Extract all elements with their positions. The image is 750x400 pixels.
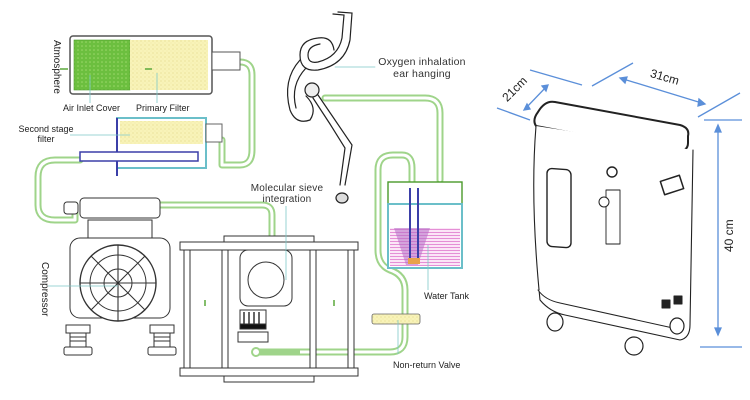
molecular-sieve-label: Molecular sieve integration [244, 183, 330, 205]
atmosphere-label: Atmosphere [51, 40, 62, 94]
primary-filter [130, 40, 208, 90]
second-stage-filter-label: Second stage filter [16, 124, 76, 145]
second-stage-filter-label-line2: filter [37, 133, 55, 144]
tube-upper-right [360, 180, 375, 200]
water-tank-label: Water Tank [424, 291, 470, 301]
air-inlet-cover-label: Air Inlet Cover [63, 103, 121, 113]
tube-primary-to-second [218, 58, 256, 169]
primary-filter-assembly [60, 35, 241, 103]
non-return-valve [371, 313, 421, 354]
oxygen-inhalation-label-line2: ear hanging [393, 67, 451, 80]
dimension-lines [496, 62, 742, 348]
compressor-label: Compressor [39, 262, 50, 317]
air-inlet-cover [73, 39, 131, 91]
molecular-sieve-frame [179, 206, 359, 383]
oxygen-concentrator-product [533, 100, 694, 356]
ear-hanging [287, 11, 376, 204]
oxygen-inhalation-label: Oxygen inhalation ear hanging [374, 56, 470, 80]
second-stage-filter-label-line1: Second stage [18, 124, 74, 134]
air-tubing [34, 58, 444, 356]
second-stage-filter-assembly [70, 117, 223, 176]
water-tank [387, 181, 463, 290]
primary-filter-label: Primary Filter [136, 103, 190, 113]
height-dimension-label: 40 cm [722, 219, 736, 252]
compressor [48, 197, 177, 356]
molecular-sieve-label-line2: integration [262, 194, 312, 205]
non-return-valve-label: Non-return Valve [393, 360, 461, 370]
molecular-sieve-label-line1: Molecular sieve [250, 183, 324, 194]
oxygen-inhalation-label-line1: Oxygen inhalation [378, 56, 466, 68]
outlet-rod [79, 151, 199, 162]
